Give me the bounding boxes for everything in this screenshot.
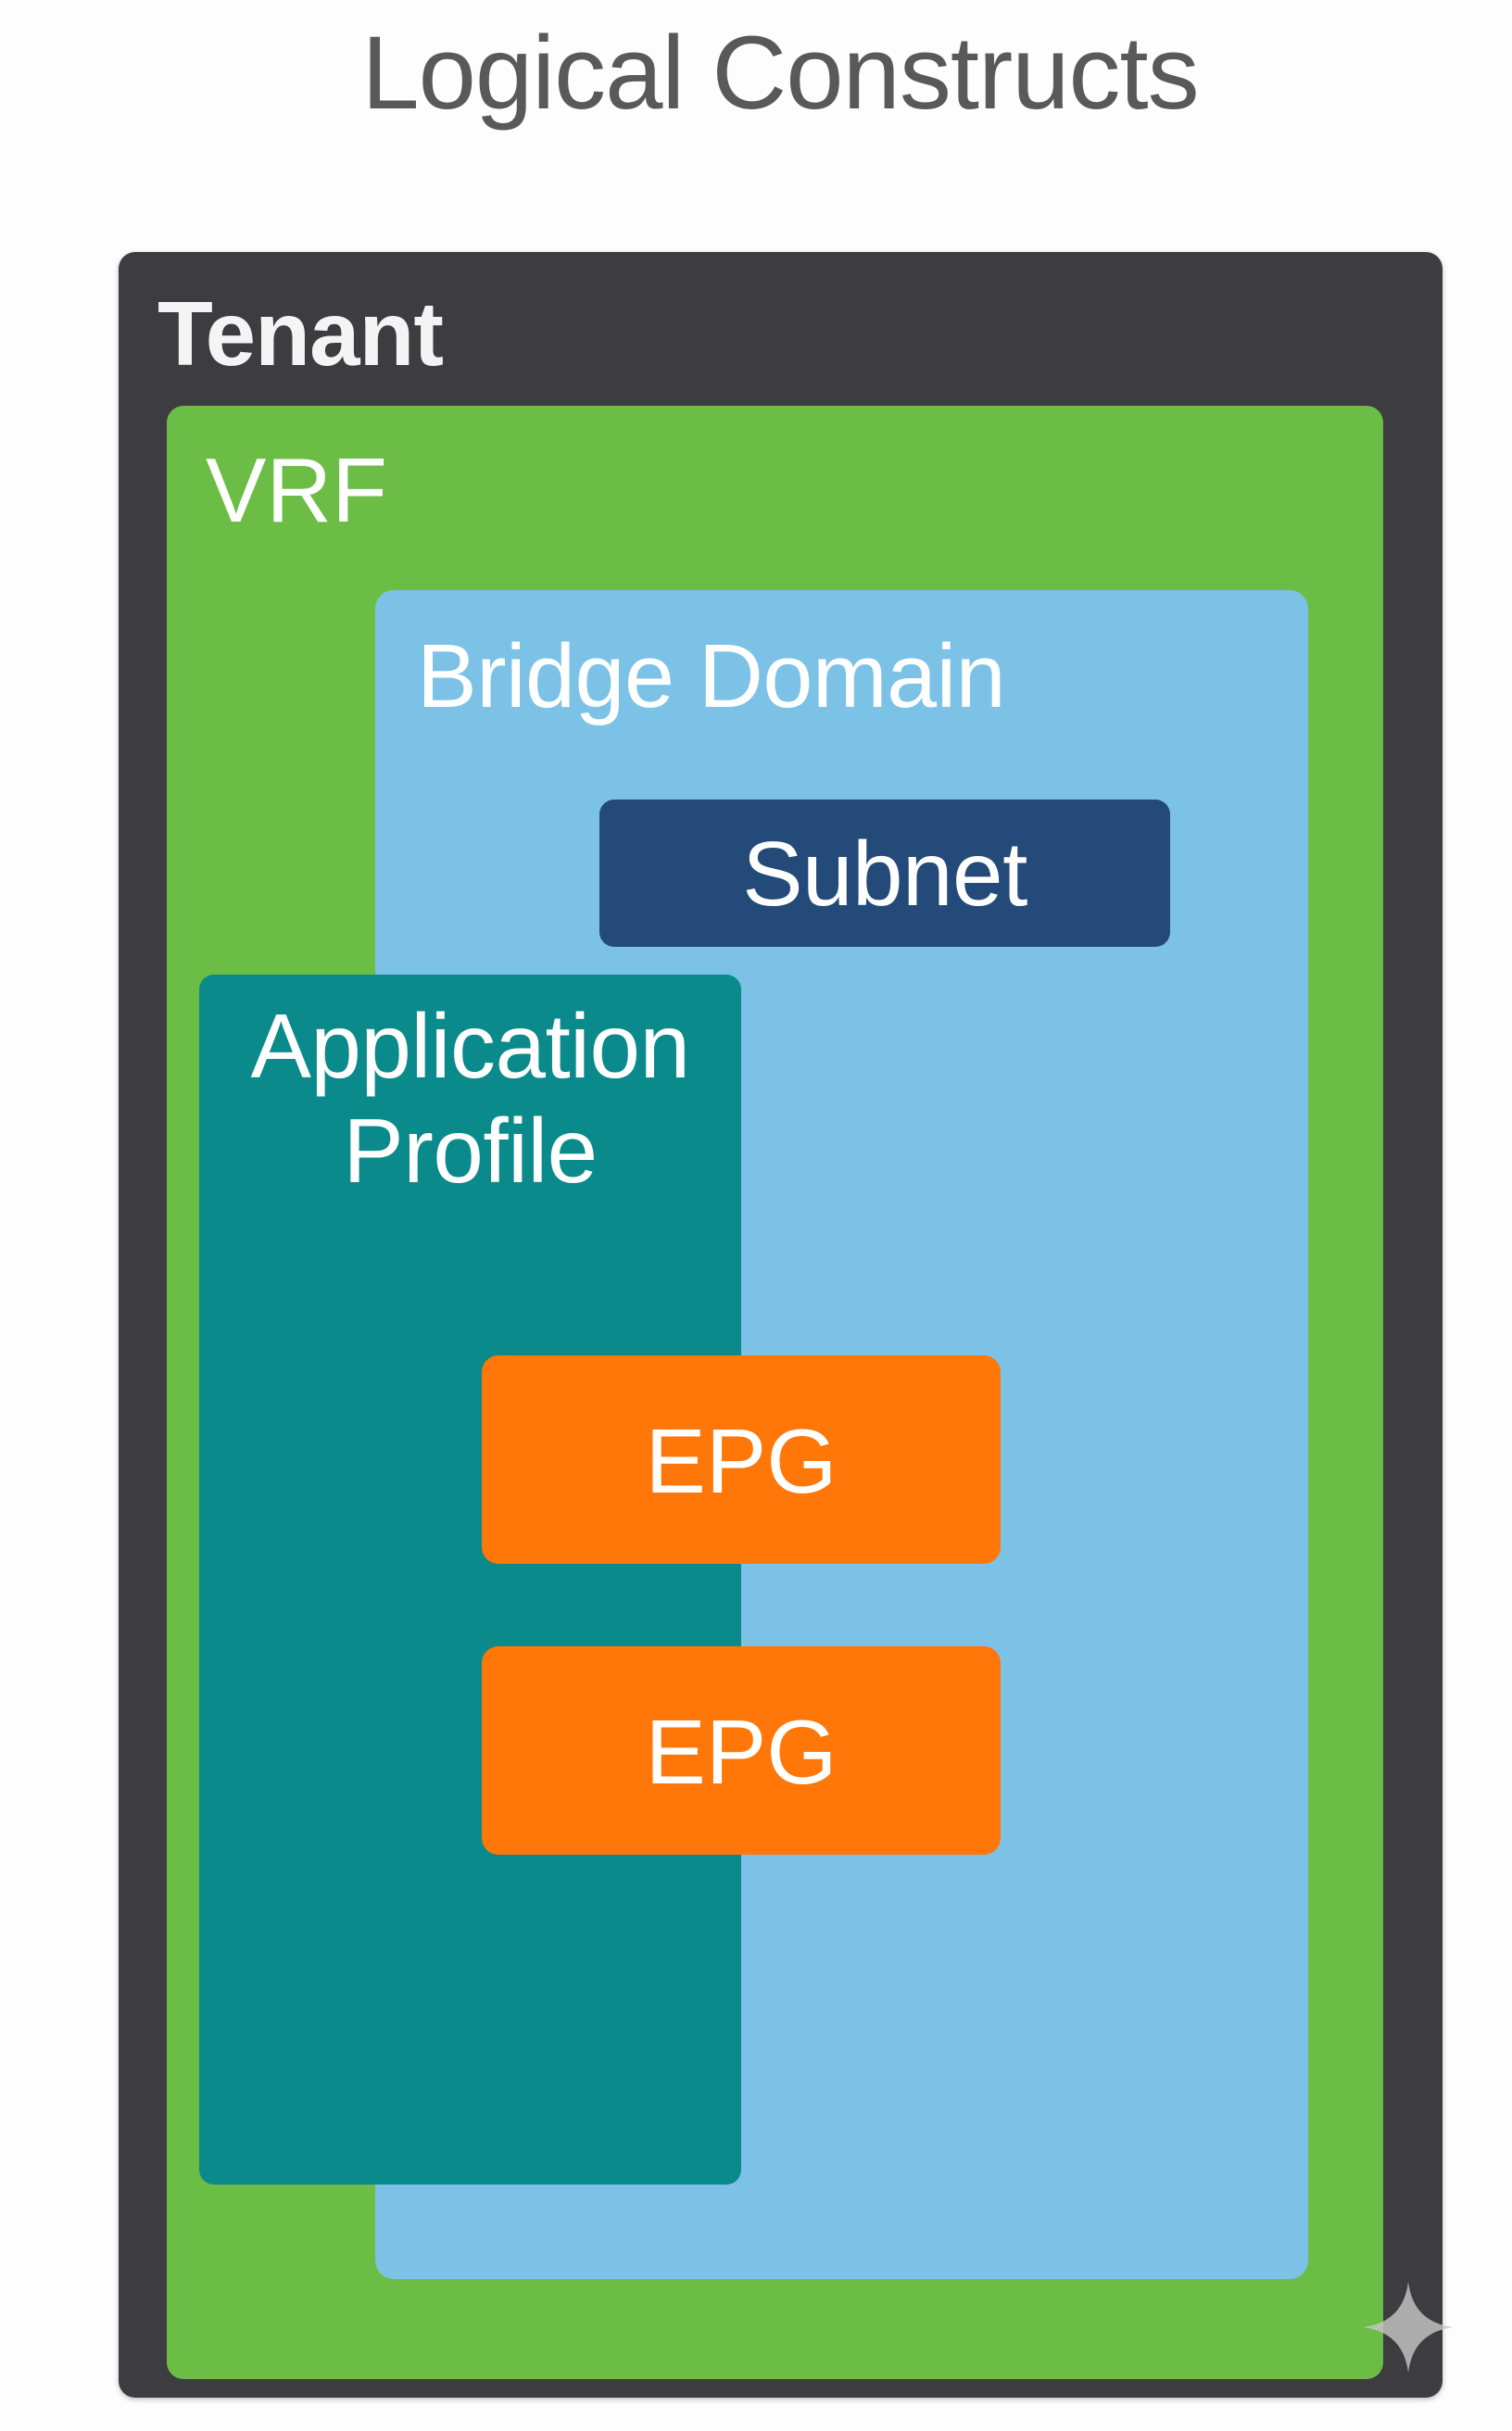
epg-box bbox=[482, 1355, 1001, 1564]
epg-box bbox=[482, 1646, 1001, 1855]
tenant-label: Tenant bbox=[158, 283, 444, 384]
vrf-label: VRF bbox=[206, 439, 387, 541]
subnet-label: Subnet bbox=[742, 823, 1027, 925]
application-profile-label: Application Profile bbox=[199, 994, 741, 1203]
epg-label: EPG bbox=[645, 1410, 838, 1512]
application-profile-box bbox=[199, 975, 741, 2185]
sparkle-icon bbox=[1363, 2282, 1454, 2373]
diagram-title: Logical Constructs bbox=[361, 15, 1199, 131]
application-profile-label-line1: Application bbox=[250, 995, 690, 1097]
epg-label: EPG bbox=[645, 1701, 838, 1803]
bridge-domain-label: Bridge Domain bbox=[417, 625, 1006, 726]
subnet-box bbox=[599, 800, 1170, 947]
application-profile-label-line2: Profile bbox=[343, 1100, 598, 1202]
